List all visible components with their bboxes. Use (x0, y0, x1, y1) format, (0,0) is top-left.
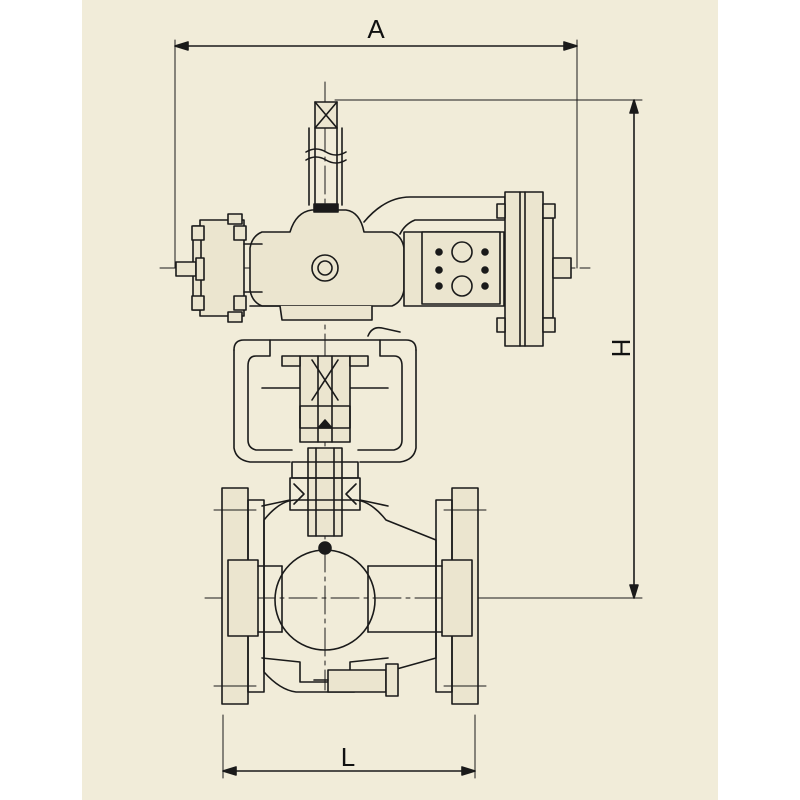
dimension-a-label: A (367, 14, 385, 44)
right-housing (403, 191, 572, 347)
stem-bonnet (261, 447, 389, 537)
dimension-l (222, 714, 476, 779)
coupling (281, 355, 369, 443)
dimension-a (174, 39, 578, 269)
dimension-l-label: L (341, 742, 355, 772)
valve-body (213, 487, 487, 705)
yoke-bracket (233, 326, 417, 463)
dimension-h (334, 99, 643, 599)
dimension-h-label: H (606, 339, 636, 358)
left-flange (175, 213, 263, 323)
drawing-sheet (82, 0, 718, 800)
top-stem (305, 101, 347, 206)
